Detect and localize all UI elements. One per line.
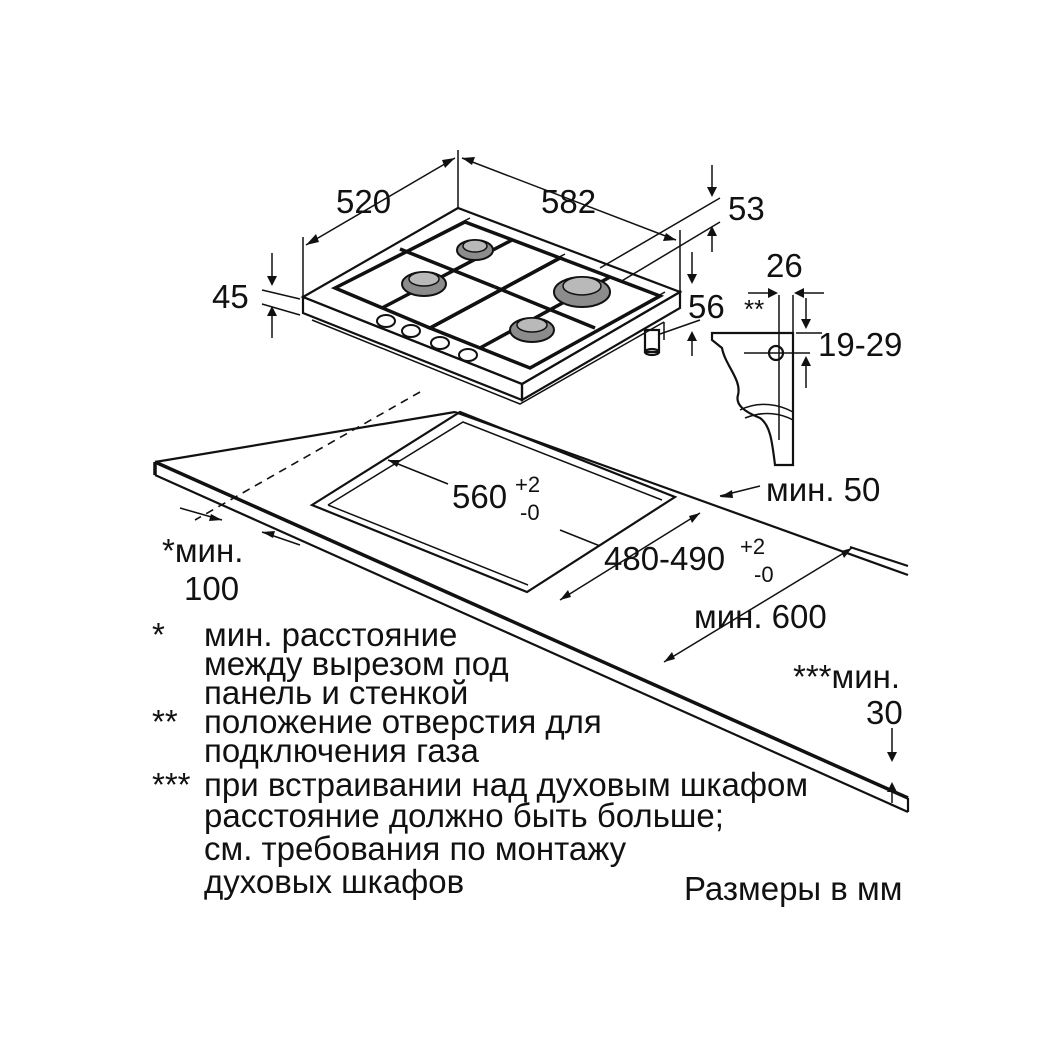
side-profile	[710, 288, 824, 467]
label-star2: **	[744, 294, 764, 324]
note-2-line-2: подключения газа	[204, 732, 480, 769]
note-2-line-1: положение отверстия для	[204, 703, 602, 740]
note-3-line-3: см. требования по монтажу	[204, 830, 627, 867]
label-min30-a: ***мин.	[793, 658, 900, 695]
label-min50: мин. 50	[766, 471, 880, 508]
label-min100-b: 100	[184, 570, 239, 607]
label-cutout-depth-minus: -0	[754, 562, 774, 587]
dimension-labels: 520 582 53 45 56 26 ** 19-29 560 +2 -0 4…	[162, 183, 903, 731]
note-3-mark: ***	[152, 766, 191, 803]
label-19-29: 19-29	[818, 326, 902, 363]
hob-side-edge	[520, 290, 682, 402]
label-45: 45	[212, 278, 249, 315]
label-min600: мин. 600	[694, 598, 827, 635]
label-cutout-width-minus: -0	[520, 500, 540, 525]
knob-3	[430, 336, 450, 350]
note-1-line-1: мин. расстояние	[204, 616, 457, 653]
note-3-line-2: расстояние должно быть больше;	[204, 797, 724, 834]
label-cutout-width-plus: +2	[515, 472, 540, 497]
knob-4	[458, 348, 478, 362]
gas-connector	[643, 328, 661, 354]
label-cutout-depth-plus: +2	[740, 534, 765, 559]
knob-1	[376, 314, 396, 328]
footnotes: * мин. расстояние между вырезом под пане…	[152, 616, 902, 907]
knob-2	[401, 324, 421, 338]
pan-supports	[330, 217, 666, 370]
label-53: 53	[728, 190, 765, 227]
cutout	[309, 410, 678, 594]
label-min30-b: 30	[866, 694, 903, 731]
note-2-mark: **	[152, 703, 178, 740]
note-1-line-3: панель и стенкой	[204, 674, 468, 711]
label-26: 26	[766, 247, 803, 284]
units-label: Размеры в мм	[684, 870, 902, 907]
label-582: 582	[541, 183, 596, 220]
hob	[300, 206, 683, 405]
hob-dimension-lines	[261, 150, 721, 356]
countertop-dimension-lines	[179, 459, 897, 803]
label-cutout-width: 560	[452, 478, 507, 515]
hob-front-edge	[301, 295, 524, 402]
burners	[401, 239, 611, 343]
note-3-line-1: при встраивании над духовым шкафом	[204, 766, 808, 803]
label-cutout-depth: 480-490	[604, 540, 725, 577]
label-min100-a: *мин.	[162, 532, 243, 569]
control-knobs	[376, 314, 478, 362]
note-1-line-2: между вырезом под	[204, 645, 509, 682]
label-520: 520	[336, 183, 391, 220]
note-3-line-4: духовых шкафов	[204, 863, 464, 900]
note-1-mark: *	[152, 616, 165, 653]
label-56: 56	[688, 288, 725, 325]
countertop	[153, 391, 910, 814]
